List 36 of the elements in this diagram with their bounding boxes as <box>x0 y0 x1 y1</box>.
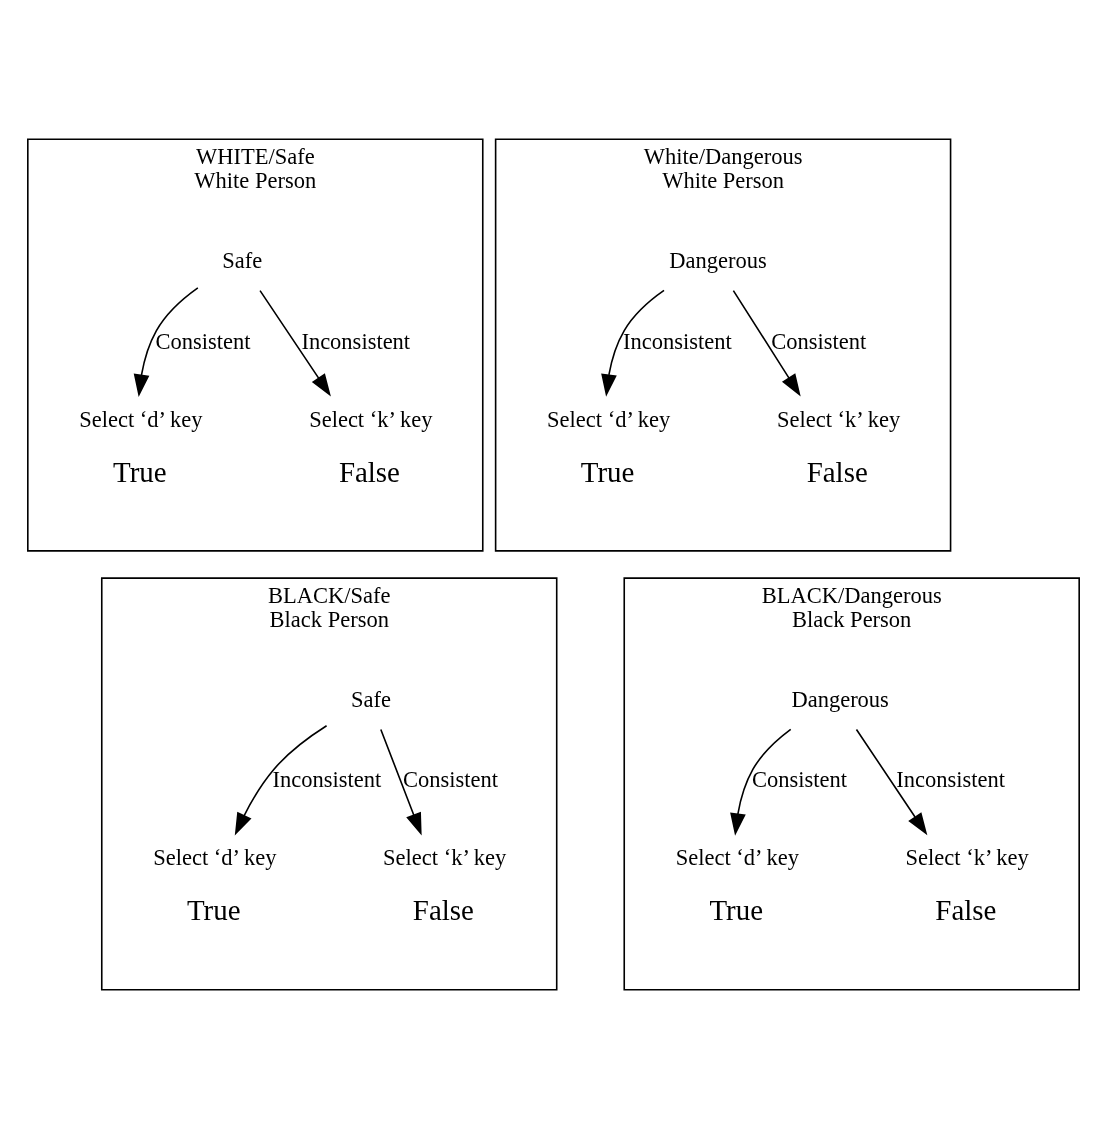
edge-label: Consistent <box>155 328 251 354</box>
edge-label: Consistent <box>771 328 867 354</box>
node-label: False <box>412 893 474 926</box>
node-text: Select ‘k’ key <box>309 406 433 432</box>
edge-label: Consistent <box>403 766 499 792</box>
node-label: False <box>935 893 997 926</box>
node-text: Safe <box>222 247 263 273</box>
arrow <box>259 289 331 396</box>
arrow <box>380 728 422 836</box>
node-text: Select ‘d’ key <box>153 844 277 870</box>
edge-label: Consistent <box>751 766 847 792</box>
node-label: False <box>806 455 868 488</box>
node-label: True <box>113 455 167 488</box>
node-text: Select ‘d’ key <box>675 844 799 870</box>
arrow <box>855 728 928 835</box>
node-text: Select ‘k’ key <box>905 844 1029 870</box>
node-text: Dangerous <box>669 247 767 273</box>
node-text: Select ‘k’ key <box>383 844 507 870</box>
edge-label: Inconsistent <box>622 328 732 354</box>
edge-label: Inconsistent <box>272 766 382 792</box>
edge-label: Inconsistent <box>896 766 1005 792</box>
edge-label: Inconsistent <box>301 328 411 354</box>
node-text: Select ‘d’ key <box>547 406 671 432</box>
node-label: True <box>186 893 241 926</box>
arrow <box>730 728 792 836</box>
arrow <box>732 289 801 396</box>
arrow <box>133 286 199 397</box>
node-text: Safe <box>350 686 391 712</box>
node-label: False <box>338 455 400 488</box>
node-label: True <box>580 455 635 488</box>
node-text: Select ‘k’ key <box>776 406 901 432</box>
node-text: Dangerous <box>791 686 889 712</box>
node-label: True <box>709 893 764 926</box>
node-text: Select ‘d’ key <box>79 406 203 432</box>
arrow <box>601 289 665 397</box>
arrow <box>234 724 328 835</box>
